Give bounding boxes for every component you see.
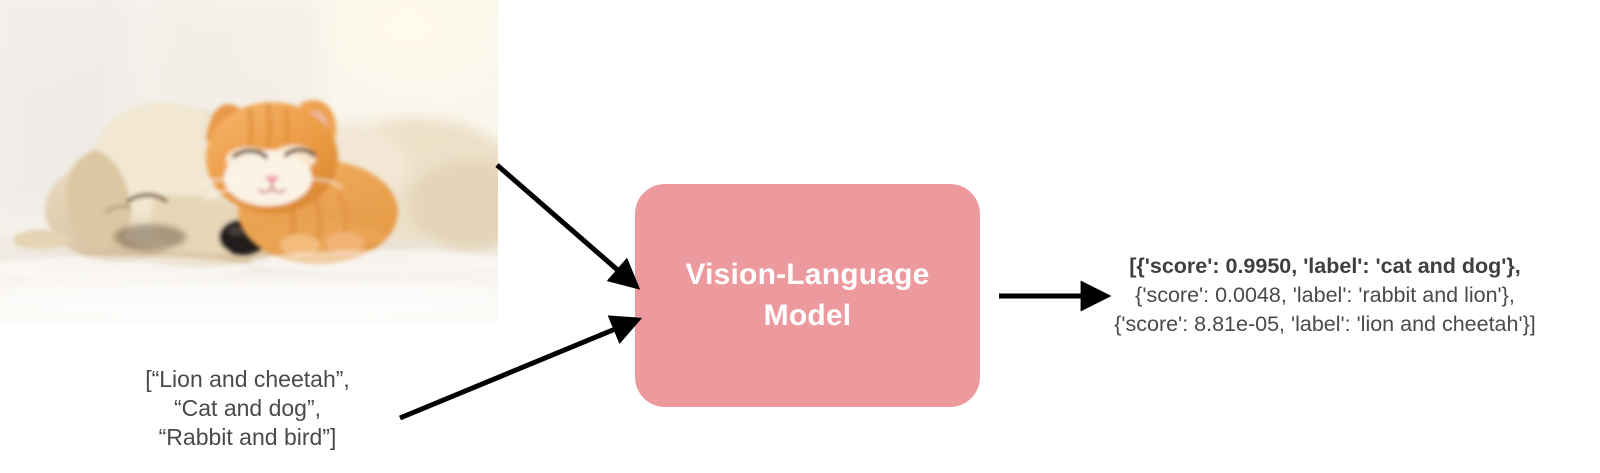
model-box-label: Vision-Language Model <box>685 258 930 332</box>
output-line-1: [{'score': 0.9950, 'label': 'cat and dog… <box>1129 254 1521 278</box>
arrow-prompt-to-model <box>399 315 643 421</box>
puppy-and-kitten-photo <box>0 0 498 325</box>
prompt-candidate-labels: [“Lion and cheetah”, “Cat and dog”, “Rab… <box>145 366 350 450</box>
output-line-3: {'score': 8.81e-05, 'label': 'lion and c… <box>1114 312 1536 336</box>
model-output-predictions: [{'score': 0.9950, 'label': 'cat and dog… <box>1070 252 1580 339</box>
input-image <box>0 0 498 325</box>
vision-language-model-box: Vision-Language Model <box>635 184 980 407</box>
output-line-2: {'score': 0.0048, 'label': 'rabbit and l… <box>1135 283 1515 307</box>
arrow-image-to-model <box>495 163 641 290</box>
